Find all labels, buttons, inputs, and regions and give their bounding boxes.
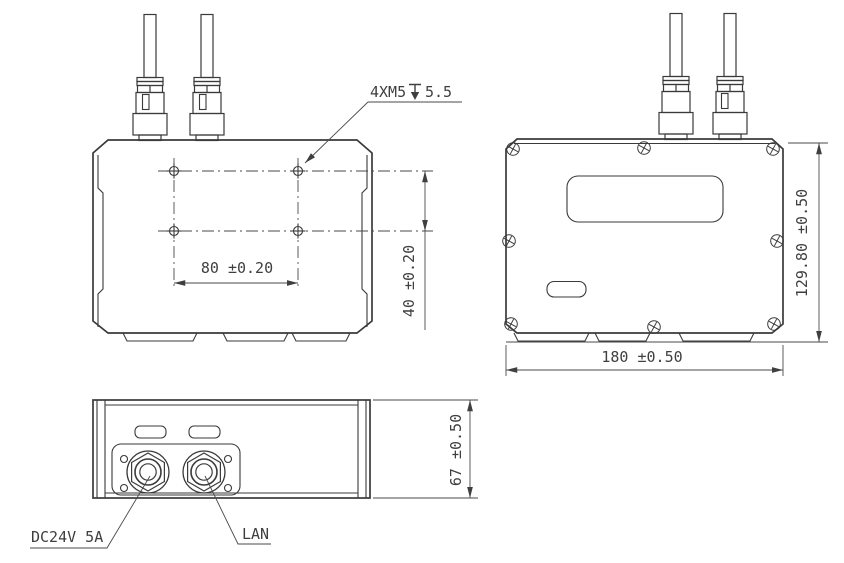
lan-connector <box>182 450 226 494</box>
dim-body-width: 180 ±0.50 <box>505 345 784 376</box>
gland-window <box>141 93 150 111</box>
cable-gland-left <box>658 12 694 141</box>
dim-body-width-text: 180 ±0.50 <box>601 348 682 366</box>
cover-outline <box>505 138 784 334</box>
cover-screws <box>500 139 786 336</box>
dim-body-height: 129.80 ±0.50 <box>506 142 828 343</box>
power-connector <box>126 450 170 494</box>
dim-mount-width: 80 ±0.20 <box>174 259 298 286</box>
power-label-text: DC24V 5A <box>31 528 103 546</box>
lan-label-leader: LAN <box>204 475 271 545</box>
callout-depth-text: 5.5 <box>425 83 452 101</box>
cover-slot <box>546 280 587 298</box>
housing-outline <box>92 139 373 334</box>
left-side-groove <box>97 155 104 327</box>
cable-gland-right <box>712 12 748 141</box>
dim-body-height-text: 129.80 ±0.50 <box>793 189 811 297</box>
right-side-groove <box>361 155 368 327</box>
depth-arrow-icon <box>409 83 421 100</box>
mount-hole <box>289 162 307 180</box>
dim-front-height: 67 ±0.50 <box>373 399 478 499</box>
top-view: 80 ±0.20 40 ±0.20 4XM5 5.5 <box>92 13 462 342</box>
mount-hole <box>289 222 307 240</box>
centerlines <box>158 158 433 290</box>
mount-hole <box>165 162 183 180</box>
tapped-hole-callout: 4XM5 5.5 <box>304 83 462 164</box>
mount-hole <box>165 222 183 240</box>
dim-front-height-text: 67 ±0.50 <box>447 414 465 486</box>
lan-label-text: LAN <box>242 525 269 543</box>
panel-screw-holes <box>119 454 233 493</box>
callout-thread-text: 4XM5 <box>370 83 406 101</box>
end-caps <box>96 400 367 498</box>
vent-slot <box>188 425 221 439</box>
gland-window <box>198 93 207 111</box>
back-view: 180 ±0.50 129.80 ±0.50 <box>500 12 828 376</box>
dim-mount-width-text: 80 ±0.20 <box>201 259 273 277</box>
dim-mount-height-text: 40 ±0.20 <box>400 245 418 317</box>
vent-slot <box>134 425 167 439</box>
bottom-feet <box>513 332 755 342</box>
connector-panel <box>111 443 241 496</box>
gland-window <box>720 92 729 110</box>
bottom-feet <box>122 332 351 342</box>
front-view: 67 ±0.50 DC24V 5A LAN <box>30 399 478 549</box>
cable-gland-right <box>189 13 225 142</box>
cover-opening <box>566 175 724 223</box>
dim-mount-height: 40 ±0.20 <box>400 171 428 330</box>
power-label-leader: DC24V 5A <box>30 475 151 549</box>
front-outline <box>92 399 371 499</box>
cable-gland-left <box>132 13 168 142</box>
